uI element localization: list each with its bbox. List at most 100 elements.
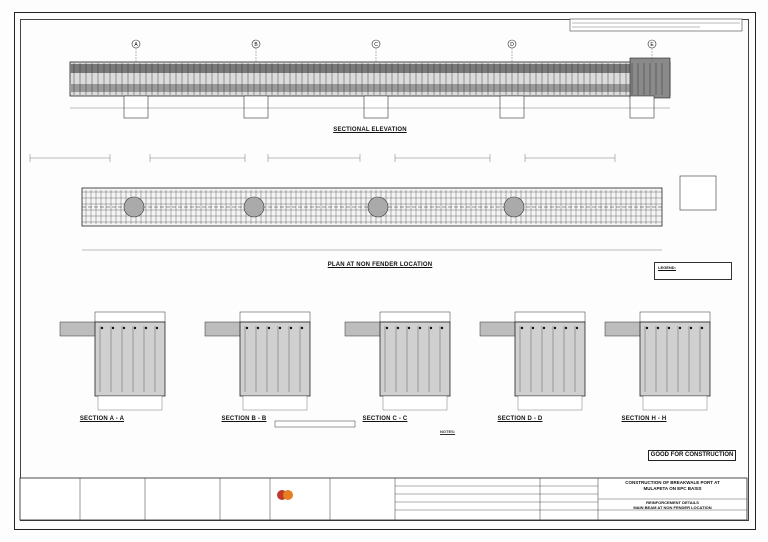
top-note-box [569,18,743,32]
section-b-title: SECTION B - B [221,416,267,422]
section-h-title: SECTION H - H [621,416,667,422]
grid-letter: B [254,42,258,48]
topping [94,311,166,323]
plan-rebars [82,190,662,224]
bar-dot [111,326,115,330]
plan-title: PLAN AT NON FENDER LOCATION [327,262,433,268]
drawing-title-line-1: REINFORCEMENT DETAILS [646,500,699,505]
beam-hatch-band [70,64,670,73]
sectional-elevation: A B C D E [69,39,671,119]
beam-section [514,321,586,397]
plan-dim-brackets [29,154,662,251]
bar-dot [645,326,649,330]
bar-dot [407,326,411,330]
pile [123,95,149,119]
bar-dot [656,326,660,330]
section-a-title: SECTION A - A [79,416,125,422]
bar-dot [245,326,249,330]
sectional-elevation-title: SECTIONAL ELEVATION [333,127,407,133]
section-d-title: SECTION D - D [497,416,543,422]
bar-dot [100,326,104,330]
bar-dot [267,326,271,330]
bar-dot [553,326,557,330]
beam-section [379,321,451,397]
bar-dot [418,326,422,330]
beam-hatch-band [70,84,670,92]
pile-head [242,395,308,411]
company-logo [277,490,293,500]
cross-section [344,311,451,411]
elevation-stirrups [73,63,663,95]
legend-title: LEGEND: [658,265,676,270]
drawing-title-line-2: MAIN BEAM AT NON FENDER LOCATION [633,505,712,510]
pile-circle [503,196,525,218]
bar-dot [122,326,126,330]
bar-dot [678,326,682,330]
cross-section [479,311,586,411]
beam-section [239,321,311,397]
cross-section [204,311,311,411]
pile [629,95,655,119]
bar-dot [575,326,579,330]
topping [514,311,586,323]
pile-head [382,395,448,411]
pile [499,95,525,119]
bar-dot [689,326,693,330]
grid-letter: A [134,42,138,48]
notes-block: NOTES: [440,430,610,434]
topping [639,311,711,323]
pile-circle [243,196,265,218]
pile-circle [123,196,145,218]
bar-dot [278,326,282,330]
bar-dot [385,326,389,330]
bar-dot [667,326,671,330]
cross-section [59,311,166,411]
project-title-line-1: CONSTRUCTION OF BREAKWALE PORT AT [625,480,720,485]
cross-section [604,311,711,411]
pile-head [517,395,583,411]
bar-dot [289,326,293,330]
bar-dot [700,326,704,330]
section-label-box [274,420,356,428]
bar-dot [520,326,524,330]
pile-head [642,395,708,411]
drawing-frame [20,19,749,521]
bar-dot [429,326,433,330]
bar-dot [440,326,444,330]
sheet-border [14,12,756,530]
section-c-title: SECTION C - C [362,416,408,422]
pile-head [97,395,163,411]
bar-dot [396,326,400,330]
grid-letter: C [374,42,378,48]
status-badge: GOOD FOR CONSTRUCTION [648,450,736,461]
bar-dot [531,326,535,330]
beam-section [94,321,166,397]
bar-dot [155,326,159,330]
bar-dot [564,326,568,330]
topping [379,311,451,323]
grid-letter: E [650,42,654,48]
project-title-line-2: MULAPETA ON EPC BASIS [643,486,702,491]
pile [243,95,269,119]
bar-dot [144,326,148,330]
plan-pile-circles [123,196,525,218]
pile [363,95,389,119]
topping [239,311,311,323]
grid-markers: A B C D E [131,39,657,62]
plan-end-box [679,175,717,211]
grid-letter: D [510,42,514,48]
bar-dot [542,326,546,330]
beam-section [639,321,711,397]
plan-view [29,154,717,251]
legend-box: LEGEND: [654,262,732,280]
bar-dot [256,326,260,330]
title-block [19,477,748,521]
cross-sections [59,311,711,411]
bar-dot [300,326,304,330]
notes-title: NOTES: [440,429,456,434]
pile-circle [367,196,389,218]
bar-dot [133,326,137,330]
elevation-piles [123,95,655,119]
